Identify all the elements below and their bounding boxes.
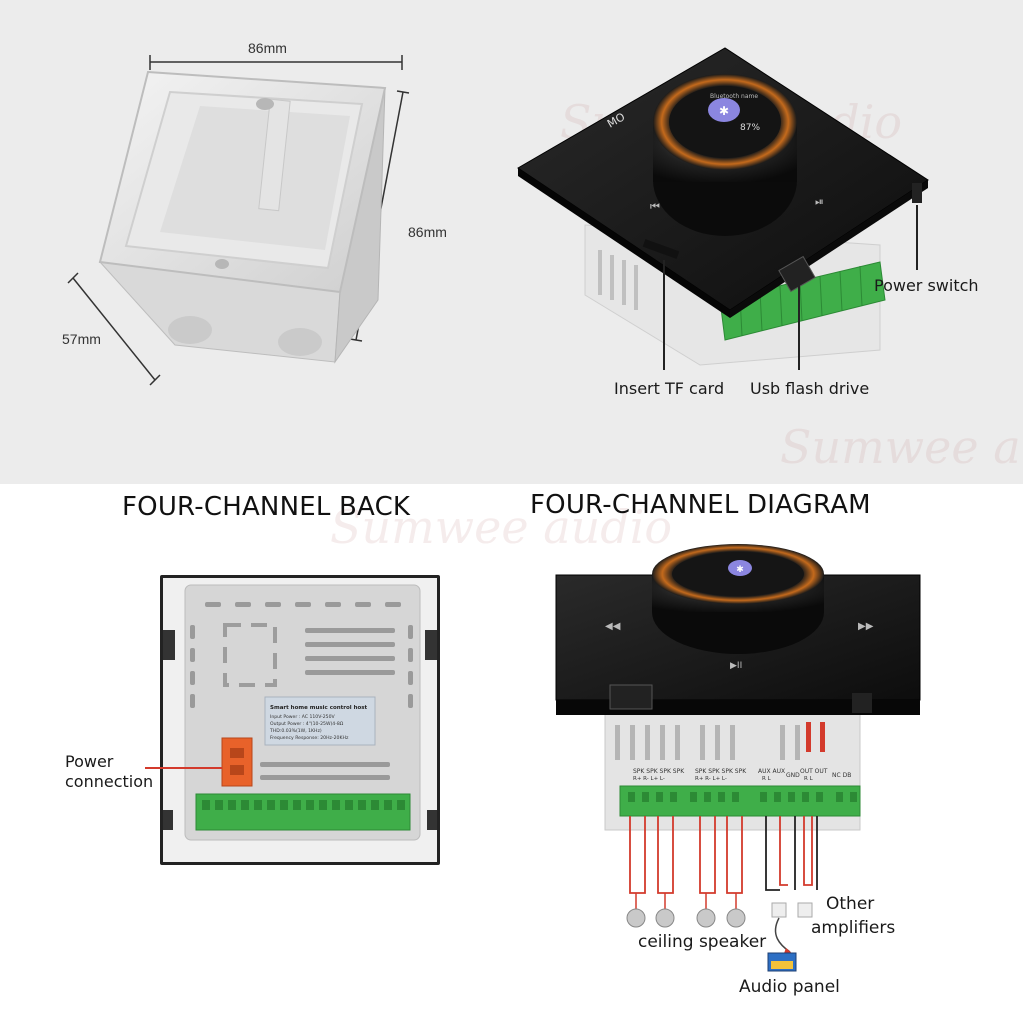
spec-line: THD:0.03%(1W, 1KHz): [269, 728, 322, 734]
svg-text:✱: ✱: [736, 565, 744, 575]
label-audio-panel: Audio panel: [739, 977, 840, 997]
output-jack-icon: [797, 902, 813, 918]
label-ceiling-speaker: ceiling speaker: [638, 932, 767, 952]
spec-line: Output Power : 4"(10-25W)4-8Ω: [270, 721, 344, 727]
terminal-strip: [195, 793, 411, 831]
svg-text:◀◀: ◀◀: [605, 621, 621, 632]
callout-power-connection: connection: [65, 772, 154, 791]
power-connector: [221, 737, 253, 787]
power-switch: [912, 183, 922, 203]
dimension-height: 86mm: [408, 224, 447, 240]
terminal-label: AUX AUX: [758, 768, 785, 775]
terminal-label: GND: [786, 772, 800, 779]
device-angled-view: ✱ 87% Bluetooth name MO ⏮ ⏯: [517, 47, 929, 370]
dimension-depth: 57mm: [62, 331, 101, 347]
watermark: Sumwee audio: [330, 500, 673, 554]
label-other-amplifiers: amplifiers: [811, 918, 896, 938]
terminal-label: R L: [762, 776, 772, 782]
ceiling-speaker-icon: [696, 908, 716, 928]
callout-usb: Usb flash drive: [750, 379, 870, 398]
dimension-width: 86mm: [248, 40, 287, 56]
terminal-label: OUT OUT: [800, 768, 828, 775]
heading-back: FOUR-CHANNEL BACK: [122, 492, 411, 522]
ceiling-speaker-icon: [726, 908, 746, 928]
spec-line: Input Power : AC 110V-250V: [270, 714, 336, 720]
device-back-view: Smart home music control host Input Powe…: [145, 575, 440, 865]
terminal-label: SPK SPK SPK SPK: [695, 768, 747, 775]
ceiling-speaker-icon: [655, 908, 675, 928]
heading-diagram: FOUR-CHANNEL DIAGRAM: [530, 490, 871, 520]
terminal-label: R+ R- L+ L-: [633, 776, 665, 782]
usb-port: [778, 255, 816, 293]
watermark: Sumwee audio: [780, 420, 1023, 474]
callout-power-connection: Power: [65, 752, 114, 771]
device-wiring-view: SPK SPK SPK SPK R+ R- L+ L- SPK SPK SPK …: [555, 544, 921, 972]
svg-text:▶▶: ▶▶: [858, 621, 874, 632]
terminal-label: SPK SPK SPK SPK: [633, 768, 685, 775]
ceiling-speaker-icon: [626, 908, 646, 928]
terminal-label: R+ R- L+ L-: [695, 776, 727, 782]
terminal-label: NC DB: [832, 772, 851, 779]
svg-text:⏯: ⏯: [815, 195, 824, 208]
svg-text:✱: ✱: [719, 104, 729, 118]
callout-power-switch: Power switch: [874, 276, 979, 295]
label-other-amplifiers: Other: [826, 894, 875, 914]
volume-readout: 87%: [740, 123, 760, 133]
spec-label: [264, 696, 376, 746]
aux-jack-icon: [771, 902, 787, 918]
mounting-box: [67, 55, 410, 386]
svg-text:⏮: ⏮: [650, 200, 660, 213]
usb-port: [609, 684, 653, 710]
svg-text:▶II: ▶II: [730, 661, 742, 671]
spec-line: Frequency Response: 20Hz-20KHz: [270, 735, 349, 741]
callout-insert-tf: Insert TF card: [614, 379, 725, 398]
spec-title: Smart home music control host: [270, 705, 368, 711]
tf-slot: [642, 239, 680, 259]
screen-text: Bluetooth name: [710, 93, 758, 100]
power-switch: [852, 693, 872, 713]
terminal-label: R L: [804, 776, 814, 782]
